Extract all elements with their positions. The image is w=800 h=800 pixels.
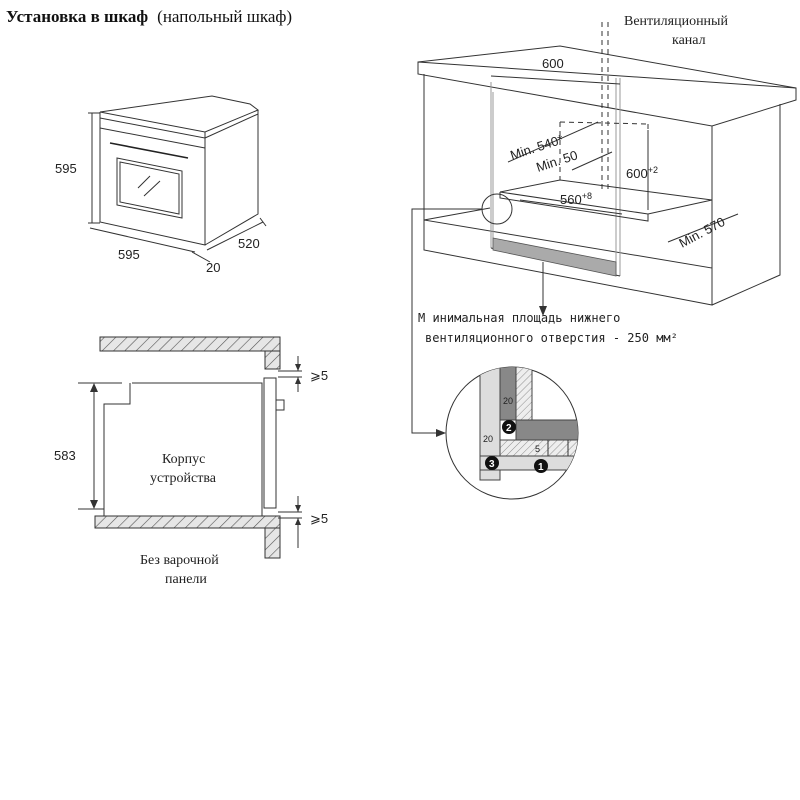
min-570: Min. 570 (676, 214, 727, 251)
svg-text:3: 3 (489, 459, 495, 470)
gap-top: ⩾5 (310, 368, 328, 383)
niche-diagram: Вентиляционный канал 600 Min. 540* Min. … (411, 14, 797, 437)
bottom-shelf (94, 515, 281, 529)
cabinet-section: 583 ⩾5 ⩾5 Корпус устройства Без варочной… (54, 336, 328, 587)
detail-20-side: 20 (483, 434, 493, 444)
oven-door: 20 (206, 260, 220, 275)
body-label-1: Корпус (162, 452, 205, 467)
title-normal: (напольный шкаф) (157, 7, 292, 26)
oven-width: 595 (118, 247, 140, 262)
detail-5: 5 (535, 444, 540, 454)
vent-area-2: вентиляционного отверстия - 250 мм² (425, 331, 678, 345)
oven-height: 595 (55, 161, 77, 176)
niche-height: 600+2 (626, 165, 658, 181)
note-1: Без варочной (140, 553, 219, 568)
svg-text:2: 2 (506, 423, 512, 434)
page-title: Установка в шкаф (напольный шкаф) (6, 7, 292, 26)
top-shelf (99, 336, 281, 352)
body-label-2: устройства (150, 471, 217, 486)
bottom-vent (492, 237, 617, 277)
title-bold: Установка в шкаф (6, 7, 148, 26)
oven-depth: 520 (238, 236, 260, 251)
niche-width: 600 (542, 56, 564, 71)
detail-20-top: 20 (503, 396, 513, 406)
note-2: панели (165, 572, 207, 587)
cabinet-height: 583 (54, 448, 76, 463)
marker-3 (485, 456, 499, 470)
gap-bottom: ⩾5 (310, 511, 328, 526)
detail-view: 20 20 5 1 2 3 (445, 366, 579, 500)
marker-1 (534, 459, 548, 473)
vent-label-2: канал (672, 33, 706, 48)
vent-area-1: М инимальная площадь нижнего (418, 311, 620, 325)
oven-isometric: 595 595 520 20 (55, 95, 267, 275)
niche-depth: 560+8 (560, 191, 592, 207)
marker-2 (502, 420, 516, 434)
svg-text:1: 1 (538, 462, 544, 473)
vent-label-1: Вентиляционный (624, 14, 728, 29)
